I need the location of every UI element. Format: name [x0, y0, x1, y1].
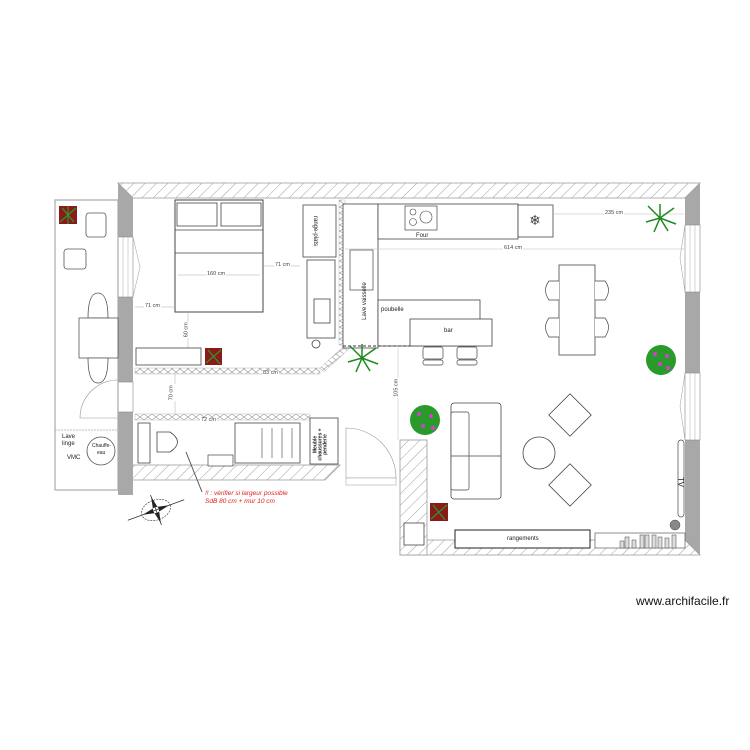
balcony: [54, 199, 119, 491]
living-height-dimension: 105 cm: [393, 377, 400, 398]
shoe-cabinet-label: Meuble chaussures + penderie: [312, 428, 329, 461]
flower-bush-icon: [646, 345, 676, 375]
water-heater-label-line1: Chauffe-: [92, 443, 112, 449]
fridge-gap-dimension: 235 cm: [604, 210, 625, 217]
watermark-link[interactable]: www.archifacile.fr: [636, 594, 730, 608]
range-plats-label: range-plats: [312, 215, 319, 247]
washer-label-line1: Lave: [62, 434, 76, 440]
bed-right-clearance: 71 cm: [274, 262, 291, 269]
bedroom: [134, 199, 350, 421]
kitchen: ❄: [302, 203, 684, 440]
bathroom-width-dimension: 72 cm: [200, 417, 217, 424]
washer-label-line2: linge: [62, 441, 75, 447]
dishwasher-label: Lave vaisselle: [361, 282, 368, 320]
corridor-length-dimension: 83 cm: [262, 370, 279, 377]
svg-text:❄: ❄: [529, 212, 541, 228]
bed-left-clearance: 71 cm: [144, 303, 161, 310]
water-heater-label-line2: eau: [97, 450, 106, 456]
storage-label: rangements: [507, 536, 539, 542]
warning-note-line1: !! : vérifier si largeur possible: [205, 490, 288, 497]
vmc-label: VMC: [67, 455, 81, 461]
corridor-width-dimension: 70 cm: [168, 384, 176, 402]
kitchen-width-dimension: 614 cm: [503, 245, 524, 252]
tv-label: TV: [676, 476, 686, 488]
bar-label: bar: [444, 328, 453, 334]
bed-foot-clearance: 60 cm: [183, 321, 191, 339]
living-room: [403, 393, 686, 549]
plant-icon: [347, 344, 379, 373]
bed-width-dimension: 160 cm: [206, 271, 227, 278]
warning-note-line2: SdB 80 cm + mur 10 cm: [205, 498, 275, 505]
oven-label: Four: [416, 233, 429, 239]
plant-icon: [645, 204, 677, 233]
trash-label: poubelle: [381, 307, 404, 313]
compass-rose-icon: [127, 494, 185, 526]
bathroom: [137, 417, 397, 493]
